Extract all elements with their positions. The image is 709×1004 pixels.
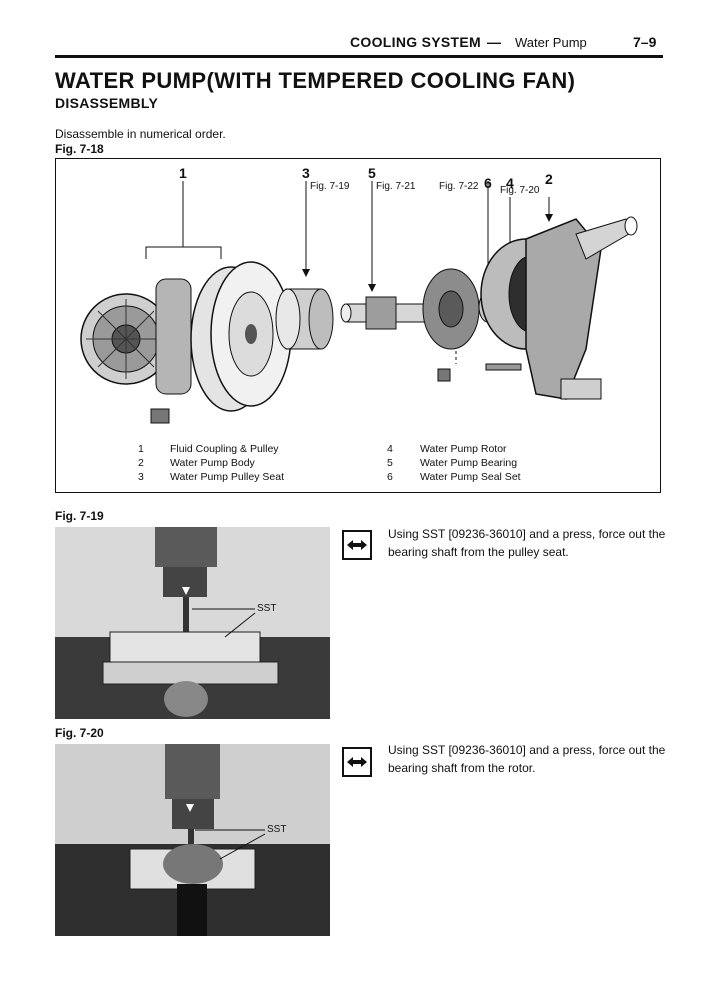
callout-6: 6: [484, 175, 492, 191]
legend-num-5: 5: [387, 457, 393, 469]
sst-label-2: SST: [267, 824, 287, 835]
arrows-outward-icon: [342, 747, 372, 777]
callout-5: 5: [368, 165, 376, 181]
legend-num-3: 3: [138, 471, 144, 483]
exploded-view-figure: 1 3 5 6 4 2 Fig. 7-19 Fig. 7-21 Fig. 7-2…: [55, 158, 661, 493]
legend-item-6: Water Pump Seal Set: [420, 471, 521, 483]
small-parts-drawing: [150, 363, 522, 424]
press-photo-rotor: SST: [55, 744, 330, 936]
page-number: 7–9: [633, 34, 657, 50]
header-dash: —: [487, 34, 501, 50]
fluid-coupling-drawing: [80, 278, 192, 395]
callout-1: 1: [179, 165, 187, 181]
header-rule: [55, 55, 663, 58]
legend-item-5: Water Pump Bearing: [420, 457, 518, 469]
pulley-drawing: [190, 261, 292, 412]
callout-3: 3: [302, 165, 310, 181]
intro-text: Disassemble in numerical order.: [55, 127, 226, 141]
pump-body-drawing: [480, 216, 638, 400]
figure-ref-7-19: Fig. 7-19: [310, 181, 350, 192]
figure-ref-7-21: Fig. 7-21: [376, 181, 416, 192]
press-photo-pulley-seat: SST: [55, 527, 330, 719]
step-text-7-20: Using SST [09236-36010] and a press, for…: [388, 743, 666, 775]
figure-ref-7-20: Fig. 7-20: [500, 185, 540, 196]
step-text-7-19: Using SST [09236-36010] and a press, for…: [388, 527, 666, 559]
sst-label: SST: [257, 603, 277, 614]
legend-num-4: 4: [387, 443, 393, 455]
press-photo-drawing: [55, 527, 330, 719]
legend-item-3: Water Pump Pulley Seat: [170, 471, 284, 483]
page-subtitle: DISASSEMBLY: [55, 95, 159, 111]
header-section-title: COOLING SYSTEM: [350, 34, 481, 50]
figure-ref-7-22: Fig. 7-22: [439, 181, 479, 192]
pulley-seat-drawing: [275, 288, 334, 350]
figure-label-7-19: Fig. 7-19: [55, 509, 104, 523]
callout-2: 2: [545, 171, 553, 187]
exploded-view-drawing: [80, 181, 638, 424]
legend-item-1: Fluid Coupling & Pulley: [170, 443, 279, 455]
legend-num-6: 6: [387, 471, 393, 483]
legend-num-1: 1: [138, 443, 144, 455]
bearing-drawing: [340, 296, 442, 330]
figure-label: Fig. 7-18: [55, 142, 104, 156]
arrows-outward-icon: [342, 530, 372, 560]
callout-4: 4: [506, 175, 514, 191]
legend-item-4: Water Pump Rotor: [420, 443, 507, 455]
figure-label-7-20: Fig. 7-20: [55, 726, 104, 740]
header-subsection: Water Pump: [515, 35, 587, 50]
legend-item-2: Water Pump Body: [170, 457, 255, 469]
legend-num-2: 2: [138, 457, 144, 469]
page-title: WATER PUMP(WITH TEMPERED COOLING FAN): [55, 68, 576, 93]
press-photo-drawing-2: [55, 744, 330, 936]
